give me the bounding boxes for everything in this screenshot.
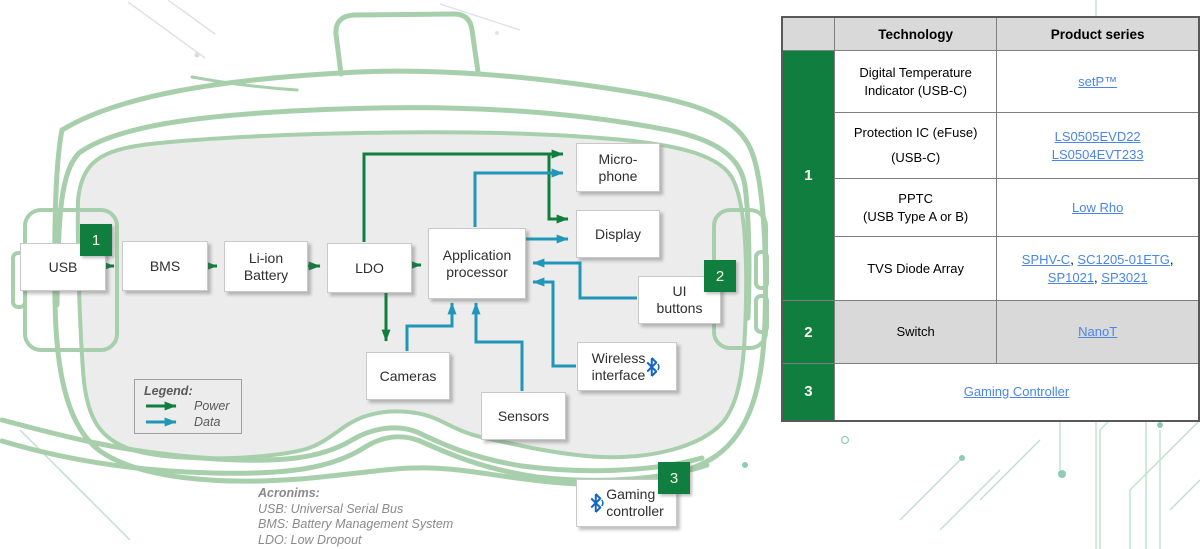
- node-display-label: Display: [595, 225, 641, 242]
- acronym-usb: USB: Universal Serial Bus: [258, 501, 404, 516]
- node-bms: BMS: [122, 241, 208, 291]
- table-row: TVS Diode Array SPHV-C, SC1205-01ETG, SP…: [782, 236, 1200, 301]
- table-row: 3 Gaming Controller: [781, 363, 1200, 421]
- node-liion-battery-label: Li-ion Battery: [243, 249, 289, 283]
- table-row: PPTC (USB Type A or B) Low Rho: [782, 178, 1200, 237]
- node-display: Display: [576, 210, 660, 258]
- node-sensors: Sensors: [481, 392, 566, 440]
- table-header-row: Technology Product series: [781, 16, 1200, 51]
- table-row: Protection IC (eFuse) (USB-C) LS0505EVD2…: [782, 112, 1200, 179]
- bluetooth-icon: [646, 356, 660, 377]
- link-sphv-c[interactable]: SPHV-C: [1021, 251, 1071, 267]
- power-arrow-icon: [146, 401, 177, 411]
- node-microphone-label: Micro- phone: [598, 150, 638, 184]
- link-sp3021[interactable]: SP3021: [1101, 269, 1148, 285]
- col-header-product-series: Product series: [996, 16, 1200, 51]
- group-1-number-cell: 1: [781, 50, 835, 301]
- table-row: 1 Digital Temperature Indicator (USB-C) …: [781, 50, 1200, 301]
- badge-1: 1: [80, 224, 112, 256]
- group-3-number-cell: 3: [781, 363, 835, 421]
- node-cameras-label: Cameras: [379, 367, 437, 384]
- tech-switch: Switch: [833, 300, 998, 364]
- badge-2: 2: [704, 260, 736, 292]
- acronyms-block: Acronims: USB: Universal Serial Bus BMS:…: [258, 486, 453, 548]
- bluetooth-icon: [590, 493, 604, 513]
- node-usb-label: USB: [48, 258, 78, 275]
- node-wireless-interface: Wireless interface: [577, 342, 677, 391]
- badge-2-number: 2: [715, 267, 725, 285]
- legend-power-label: Power: [194, 399, 230, 413]
- link-setp[interactable]: setP™: [1078, 73, 1118, 89]
- node-gaming-controller-label: Gaming controller: [606, 486, 664, 519]
- node-ldo: LDO: [327, 243, 412, 293]
- table-corner-cell: [781, 16, 835, 51]
- tech-tvs-diode-array: TVS Diode Array: [833, 236, 998, 301]
- legend-title: Legend:: [144, 384, 193, 398]
- badge-3: 3: [658, 462, 690, 494]
- link-low-rho[interactable]: Low Rho: [1072, 199, 1124, 215]
- acronym-ldo: LDO: Low Dropout: [258, 532, 362, 547]
- data-arrow-icon: [146, 417, 177, 427]
- link-nanot[interactable]: NanoT: [1078, 324, 1118, 340]
- legend-data-row: Data: [144, 414, 241, 430]
- link-gaming-controller[interactable]: Gaming Controller: [963, 383, 1070, 399]
- node-ldo-label: LDO: [355, 259, 384, 276]
- tech-digital-temperature-indicator: Digital Temperature Indicator (USB-C): [833, 50, 998, 113]
- badge-3-number: 3: [669, 469, 679, 487]
- node-sensors-label: Sensors: [497, 407, 550, 424]
- table-row: 2 Switch NanoT: [781, 300, 1200, 364]
- link-sc1205-01etg[interactable]: SC1205-01ETG: [1077, 251, 1170, 267]
- acronym-bms: BMS: Battery Management System: [258, 517, 454, 531]
- node-wireless-interface-label: Wireless interface: [591, 349, 646, 383]
- node-application-processor-label: Application processor: [442, 246, 512, 280]
- node-ui-buttons-label: UI buttons: [656, 283, 703, 316]
- col-header-technology: Technology: [833, 16, 998, 51]
- node-liion-battery: Li-ion Battery: [224, 241, 308, 292]
- node-bms-label: BMS: [149, 257, 181, 274]
- badge-1-number: 1: [91, 231, 101, 249]
- link-sp1021[interactable]: SP1021: [1047, 269, 1095, 285]
- node-application-processor: Application processor: [428, 228, 526, 299]
- separator: ,: [1169, 251, 1174, 267]
- separator: ,: [1094, 269, 1102, 285]
- node-ui-buttons: UI buttons: [638, 276, 721, 324]
- legend-power-row: Power: [144, 398, 241, 414]
- node-cameras: Cameras: [366, 352, 450, 400]
- link-ls0505evd22[interactable]: LS0505EVD22: [1054, 128, 1141, 144]
- technology-table: Technology Product series 1 Digital Temp…: [781, 16, 1200, 422]
- tech-protection-ic-efuse: Protection IC (eFuse) (USB-C): [833, 112, 998, 179]
- legend-data-label: Data: [194, 415, 221, 429]
- link-ls0504evt233[interactable]: LS0504EVT233: [1051, 146, 1144, 162]
- group-2-number-cell: 2: [781, 300, 835, 364]
- legend-box: Legend: Power Data: [134, 379, 242, 434]
- tech-pptc: PPTC (USB Type A or B): [833, 178, 998, 237]
- acronyms-title: Acronims:: [258, 486, 320, 500]
- separator: ,: [1070, 251, 1078, 267]
- node-microphone: Micro- phone: [576, 143, 660, 192]
